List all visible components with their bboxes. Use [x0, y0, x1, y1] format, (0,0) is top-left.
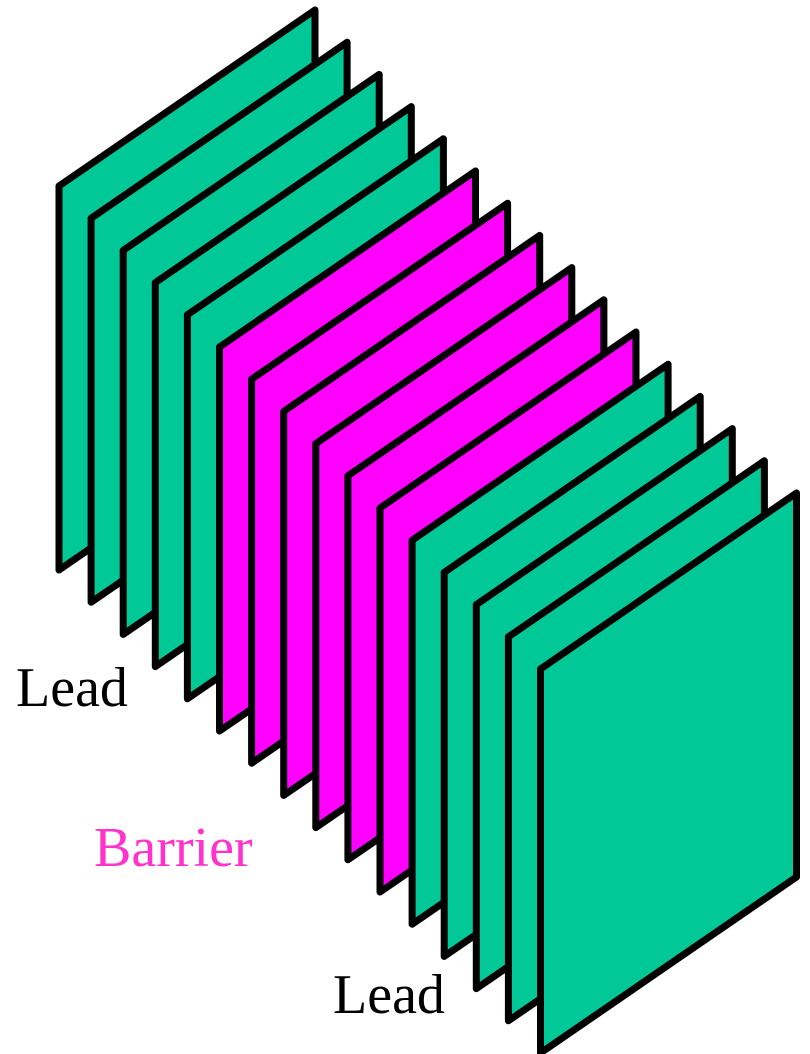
plates-group: [59, 10, 797, 1053]
barrier-label: Barrier: [94, 820, 253, 876]
lead-label-bottom: Lead: [333, 967, 445, 1023]
lead-label-top: Lead: [16, 660, 128, 716]
